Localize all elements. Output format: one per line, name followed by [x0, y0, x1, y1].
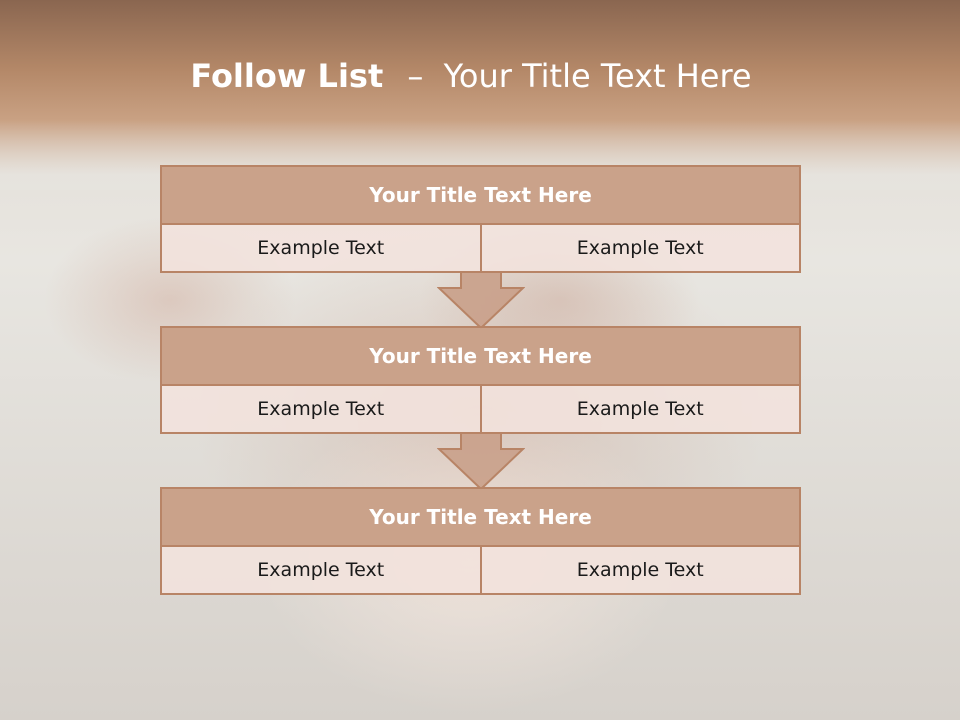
slide-title: Follow List – Your Title Text Here — [0, 52, 942, 100]
block-title: Your Title Text Here — [162, 489, 799, 547]
block-title: Your Title Text Here — [162, 167, 799, 225]
list-block-2: Your Title Text Here Example Text Exampl… — [160, 326, 801, 434]
block-cell-left: Example Text — [257, 237, 385, 259]
slide-title-rest: Your Title Text Here — [443, 57, 752, 95]
block-cell-right: Example Text — [479, 386, 800, 432]
block-cell-right: Example Text — [479, 547, 800, 593]
list-block-1: Your Title Text Here Example Text Exampl… — [160, 165, 801, 273]
slide-title-bold: Follow List — [190, 57, 384, 95]
down-arrow-icon — [437, 432, 525, 490]
block-row: Example Text Example Text — [162, 386, 799, 432]
slide-title-dash: – — [407, 57, 424, 95]
list-block-3: Your Title Text Here Example Text Exampl… — [160, 487, 801, 595]
block-row: Example Text Example Text — [162, 225, 799, 271]
block-title: Your Title Text Here — [162, 328, 799, 386]
block-cell-right: Example Text — [479, 225, 800, 271]
block-cell-left: Example Text — [257, 398, 385, 420]
block-row: Example Text Example Text — [162, 547, 799, 593]
block-cell-left: Example Text — [257, 559, 385, 581]
down-arrow-icon — [437, 271, 525, 329]
